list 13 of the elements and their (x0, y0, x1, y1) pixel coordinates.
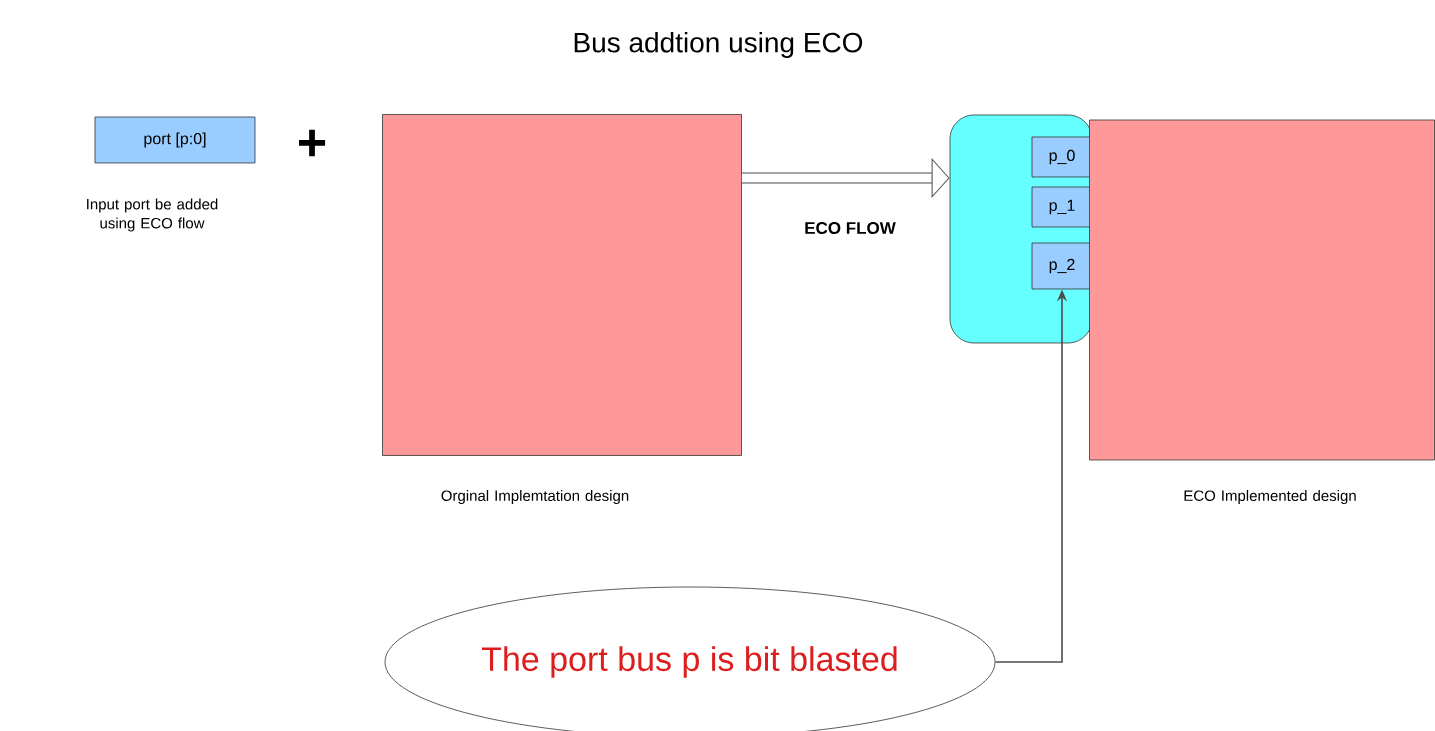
port-box: port [p:0] (94, 116, 256, 164)
design-box (1089, 119, 1435, 461)
plus-sign: + (299, 129, 326, 157)
bit-port-box: p_2 (1031, 242, 1093, 290)
design-box (382, 114, 742, 456)
arrow (741, 158, 950, 198)
node-label: Orginal Implemtation design (441, 490, 629, 504)
bit-port-box: p_0 (1031, 136, 1093, 178)
node-label: Input port be added using ECO flow (87, 198, 218, 232)
title: Bus addtion using ECO (574, 31, 863, 59)
bit-port-box: p_1 (1031, 186, 1093, 228)
edge-label: ECO FLOW (805, 222, 896, 234)
node-label: ECO Implemented design (1184, 490, 1356, 504)
